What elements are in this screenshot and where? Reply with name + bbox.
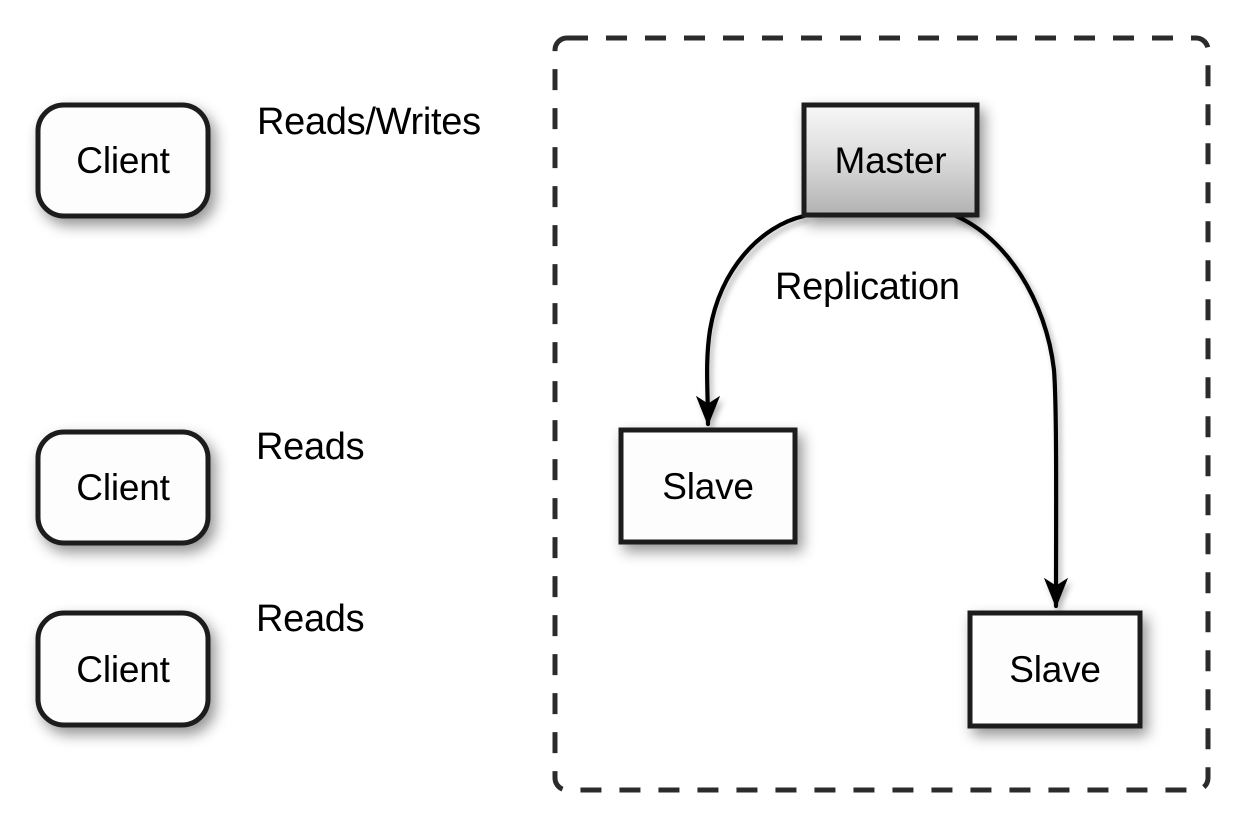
edge-label-replication: Replication (775, 266, 960, 308)
replication-cluster-boundary (552, 35, 1211, 793)
edge-label-reads-slave-1: Reads (256, 426, 365, 468)
node-client-3[interactable] (35, 610, 211, 728)
node-master[interactable] (801, 102, 980, 218)
edge-master-slave2 (953, 213, 1069, 609)
node-slave-1[interactable] (618, 427, 798, 545)
edge-master-slave1 (695, 213, 807, 427)
node-client-2[interactable] (35, 429, 211, 546)
edge-label-reads-slave-2: Reads (256, 598, 365, 640)
node-slave-2[interactable] (967, 610, 1143, 729)
edge-label-reads-writes: Reads/Writes (257, 101, 481, 143)
node-client-1[interactable] (35, 102, 211, 219)
